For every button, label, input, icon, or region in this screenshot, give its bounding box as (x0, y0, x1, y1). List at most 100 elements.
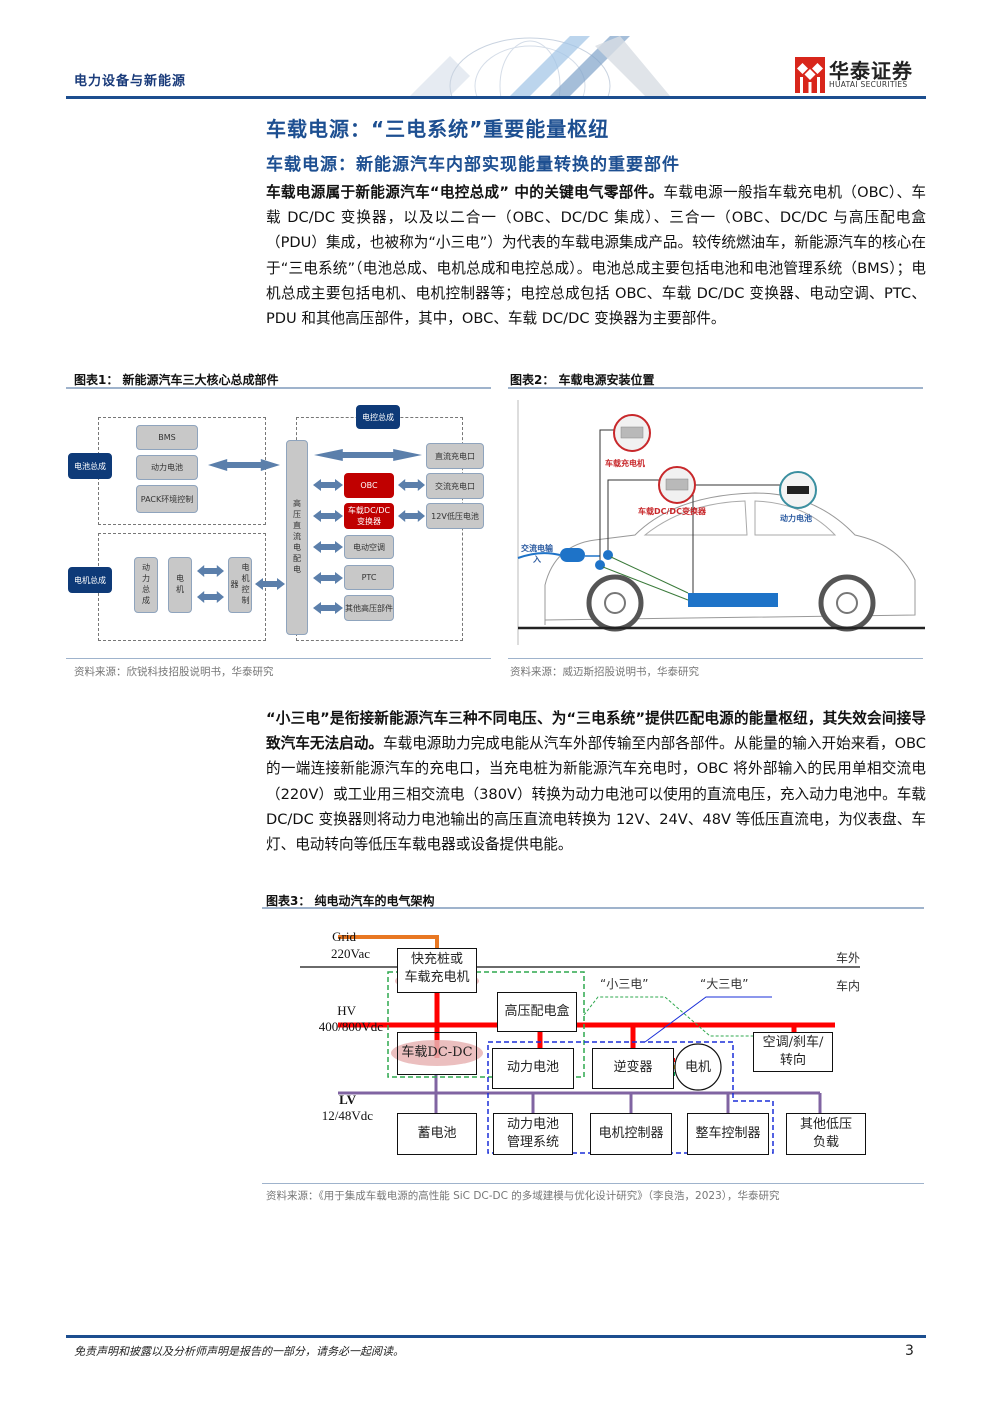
steering-text: 转向 (779, 1053, 806, 1068)
sub-heading: 车载电源：新能源汽车内部实现能量转换的重要部件 (266, 155, 680, 175)
motor-box: 电机 (168, 557, 192, 613)
bms-box: BMS (136, 425, 198, 450)
bms-text-2: 管理系统 (506, 1135, 559, 1150)
power-assembly-box: 动力总成 (134, 557, 158, 613)
huatai-logo: 华泰证券 HUATAI SECURITIES (795, 55, 925, 95)
paragraph-1: 车载电源属于新能源汽车“电控总成” 中的关键电气零部件。车载电源一般指车载充电机… (266, 180, 926, 331)
paragraph-2-lead: “小三电”是衔接新能源汽车三种不同电压、为“三电系统”提供匹配电源的能量枢纽，其… (266, 710, 926, 753)
figure-1-bottom-rule (66, 658, 491, 659)
rear-wheel (586, 574, 644, 632)
figure-1-title: 图表1： 新能源汽车三大核心总成部件 (74, 373, 279, 387)
header-rule (66, 96, 926, 99)
battery-pack (688, 593, 778, 607)
dc-port-box: 直流充电口 (426, 443, 484, 469)
marker-2 (603, 550, 613, 560)
arrow-battery-hv (208, 459, 280, 471)
figure-2-bottom-rule (508, 658, 923, 659)
charging-plug (560, 548, 585, 562)
figure-2-source: 资料来源：威迈斯招股说明书，华泰研究 (510, 666, 699, 678)
arrow-motor-controller-1 (197, 565, 224, 577)
big-three-label: “大三电” (700, 977, 749, 991)
figure-3-title: 图表3： 纯电动汽车的电气架构 (266, 894, 435, 908)
arrow-dcdc-lv (398, 510, 425, 522)
pack-box: PACK环境控制 (136, 485, 198, 513)
arrow-hv-ptc (313, 572, 343, 584)
charger-label: 车载充电机 (605, 459, 645, 468)
arrow-hv-ac (313, 541, 343, 553)
dcdc-box: 车载DC-DC (397, 1032, 477, 1075)
dcdc-box: 车载DC/DC变换器 (344, 503, 394, 529)
front-wheel (818, 574, 876, 632)
small-three-label: “小三电” (600, 977, 649, 991)
ac-brake-text: 空调/刹车/ (762, 1034, 824, 1050)
arrow-obc-acport (398, 479, 425, 491)
storage-battery-box: 蓄电池 (397, 1113, 477, 1155)
figure-1-rule (66, 387, 491, 389)
power-battery-box: 动力电池 (492, 1048, 574, 1089)
arrow-hv-dcdc (313, 510, 343, 522)
other-lv-load-box: 其他低压 负载 (786, 1113, 866, 1155)
ac-brake-steering-box: 空调/刹车/ 转向 (753, 1032, 833, 1072)
grid-voltage: 220Vac (331, 946, 370, 961)
hv-distribution-box: 高压直流电配电 (286, 440, 308, 635)
figure-1-source: 资料来源：欣锐科技招股说明书，华泰研究 (74, 666, 274, 678)
figure-3-diagram: Grid 220Vac HV 400/800Vdc LV 12/48Vdc 车外… (300, 915, 900, 1165)
arrow-hv-other (313, 602, 343, 614)
hv-label: HV (337, 1003, 356, 1018)
lv-battery-box: 12V低压电池 (426, 503, 484, 529)
arrow-controller-hv (255, 578, 285, 590)
main-heading: 车载电源：“三电系统”重要能量枢纽 (266, 117, 610, 141)
pdu-box: 高压配电盒 (497, 992, 577, 1032)
figure-3-rule (262, 907, 924, 909)
figure-1-arrows (197, 449, 425, 614)
onboard-charger-text: 车载充电机 (404, 970, 470, 986)
figure-2-rule (508, 387, 923, 389)
vehicle-controller-box: 整车控制器 (687, 1113, 769, 1155)
fast-charger-text: 快充桩或 (410, 952, 463, 967)
battery-label: 动力电池 (780, 514, 812, 523)
charger-box: 快充桩或 车载充电机 (397, 948, 477, 993)
paragraph-2-body: 车载电源助力完成电能从汽车外部传输至内部各部件。从能量的输入开始来看，OBC 的… (266, 735, 926, 854)
battery-assembly-label: 电池总成 (68, 453, 112, 479)
paragraph-2: “小三电”是衔接新能源汽车三种不同电压、为“三电系统”提供匹配电源的能量枢纽，其… (266, 706, 926, 857)
figure-2-car-diagram: 车载充电机 车载DC/DC变换器 动力电池 交流电输入 (515, 395, 925, 650)
arrow-dcport-hv (314, 449, 422, 461)
obc-box: OBC (344, 473, 394, 498)
motor-label: 电机 (684, 1060, 711, 1075)
logo-text-en: HUATAI SECURITIES (829, 80, 908, 89)
motor-controller-box: 电机控制器 (228, 557, 252, 613)
inverter-box: 逆变器 (592, 1048, 674, 1089)
hv-voltage: 400/800Vdc (318, 1019, 383, 1034)
other-lv-text-2: 负载 (812, 1135, 839, 1150)
footer-rule (66, 1335, 926, 1338)
ptc-box: PTC (344, 565, 394, 590)
paragraph-1-body: 车载电源一般指车载充电机（OBC）、车载 DC/DC 变换器，以及以二合一（OB… (266, 184, 926, 328)
other-hv-box: 其他高压部件 (344, 595, 394, 621)
control-assembly-label: 电控总成 (356, 405, 400, 429)
outside-car-label: 车外 (836, 951, 861, 965)
section-title: 电力设备与新能源 (74, 74, 187, 89)
ac-input-label: 交流电输入 (521, 544, 553, 564)
arrow-hv-obc (313, 479, 343, 491)
bms-box: 动力电池 管理系统 (493, 1113, 573, 1155)
footer-disclaimer: 免责声明和披露以及分析师声明是报告的一部分，请务必一起阅读。 (74, 1345, 404, 1358)
motor-assembly-label: 电机总成 (68, 567, 112, 593)
arrow-motor-controller-2 (197, 591, 224, 603)
page-number: 3 (905, 1343, 914, 1359)
ac-box: 电动空调 (344, 535, 394, 559)
bms-text-1: 动力电池 (506, 1116, 559, 1132)
figure-3-source: 资料来源：《用于集成车载电源的高性能 SiC DC-DC 的多域建模与优化设计研… (266, 1190, 780, 1202)
marker-1 (595, 560, 605, 570)
motor-circle (674, 1043, 722, 1091)
paragraph-1-lead: 车载电源属于新能源汽车“电控总成” 中的关键电气零部件。 (266, 184, 664, 201)
grid-label: Grid (332, 929, 356, 944)
other-lv-text-1: 其他低压 (799, 1116, 852, 1132)
figure-1-diagram: 电池总成 BMS 动力电池 PACK环境控制 电机总成 动力总成 电机 电机控制… (66, 395, 491, 650)
figure-3-bottom-rule (262, 1183, 924, 1184)
dcdc-label: 车载DC/DC变换器 (638, 507, 706, 516)
lv-voltage: 12/48Vdc (321, 1108, 373, 1123)
inside-car-label: 车内 (836, 979, 861, 993)
power-battery-box: 动力电池 (136, 455, 198, 480)
globe-decoration (410, 36, 670, 96)
figure-2-title: 图表2： 车载电源安装位置 (510, 373, 655, 387)
